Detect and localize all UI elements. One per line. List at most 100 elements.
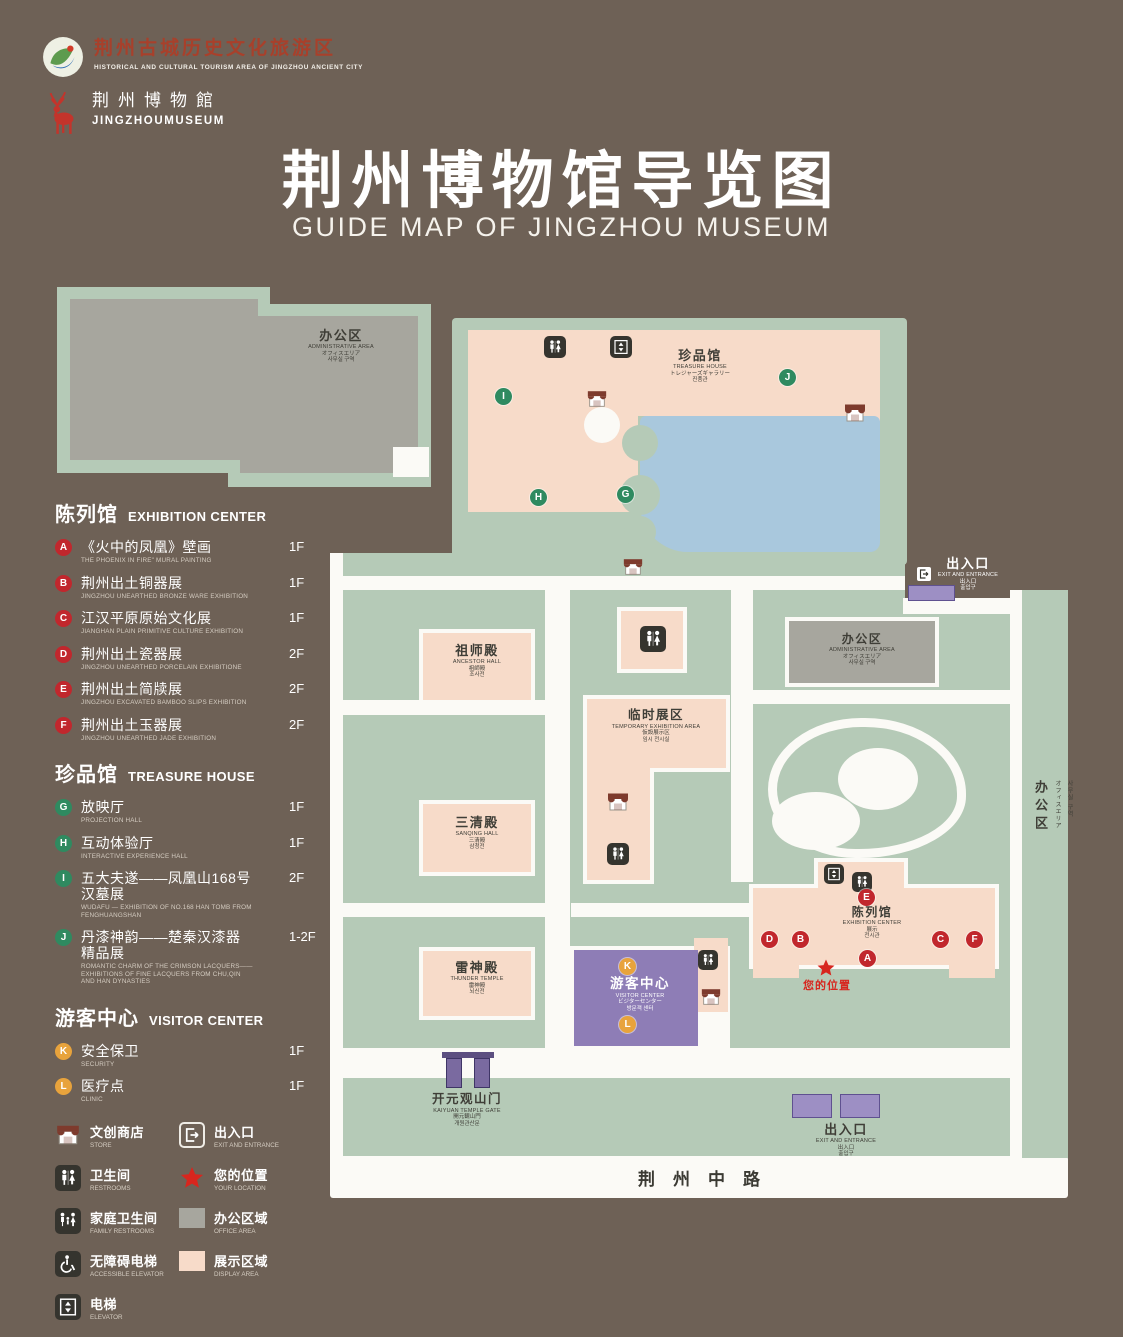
label-zh: 祖师殿 <box>455 643 499 658</box>
label-ja: オフィスエリア <box>321 350 361 357</box>
item-en: THE PHOENIX IN FIRE" MURAL PAINTING <box>81 557 212 564</box>
item-zh: 荆州出土铜器展 <box>81 574 183 591</box>
path-east-edge <box>1010 590 1022 1158</box>
label-ko: 사무실 구역 <box>848 660 876 667</box>
store-icon <box>55 1122 81 1148</box>
kaiyuan-gate-post <box>446 1058 462 1088</box>
label-en: KAIYUAN TEMPLE GATE <box>433 1107 501 1114</box>
office-strip <box>1022 590 1068 1158</box>
store-icon <box>606 790 630 814</box>
label-ja: ビジターセンター <box>618 999 662 1006</box>
label-en: SANQING HALL <box>455 831 499 838</box>
marker-h: H <box>55 834 72 852</box>
map-marker-j: J <box>779 369 796 386</box>
label-en: ADMINISTRATIVE AREA <box>829 647 895 654</box>
label-zh: 您的位置 <box>803 980 851 992</box>
item-floor: 2F <box>289 870 305 885</box>
item-en: JINGZHOU UNEARTHED BRONZE WARE EXHIBITIO… <box>81 592 249 600</box>
marker-g: G <box>55 799 72 816</box>
item-floor: 2F <box>289 716 305 732</box>
building-visitor-center <box>574 950 698 1046</box>
label-kaiyuan-gate: 开元观山门 KAIYUAN TEMPLE GATE 開元観山門 개원관산문 <box>432 1092 502 1127</box>
symbol-en: OFFICE AREA <box>214 1227 256 1235</box>
item-zh: 荆州出土玉器展 <box>81 716 183 733</box>
kaiyuan-gate-lintel <box>442 1052 494 1058</box>
label-exit-east: 出入口 EXIT AND ENTRANCE 出入口 출입구 <box>938 556 998 592</box>
symbol-en: FAMILY RESTROOMS <box>90 1227 155 1235</box>
symbol-zh: 展示区域 <box>214 1253 269 1269</box>
symbol-en: EXIT AND ENTRANCE <box>214 1141 279 1149</box>
label-zh: 珍品馆 <box>678 348 722 363</box>
road-jingzhou-middle: 荆州中路 <box>330 1156 1068 1198</box>
symbol-zh: 办公区域 <box>214 1210 269 1226</box>
strip-label-ko: 사무실 구역 <box>1066 780 1072 818</box>
label-zh: 出入口 <box>946 556 990 571</box>
label-en: TEMPORARY EXHIBITION AREA <box>611 723 701 730</box>
item-en: JINGZHOU UNEARTHED PORCELAIN EXHIBITIONE <box>81 663 242 671</box>
label-ja: 開元観山門 <box>453 1114 481 1121</box>
kaiyuan-gate-post <box>474 1058 490 1088</box>
item-floor: 1F <box>289 834 305 850</box>
building-admin-east <box>789 621 935 683</box>
label-en: ANCESTOR HALL <box>452 659 502 666</box>
building-admin-nw-annex <box>393 447 429 477</box>
symbol-en: YOUR LOCATION <box>214 1184 266 1192</box>
item-floor: 1F <box>289 1078 305 1093</box>
path-west-edge <box>330 553 343 1165</box>
label-ko: 임시 전시실 <box>642 736 670 743</box>
label-ko: 개원관산문 <box>454 1120 480 1127</box>
section-title-zh: 珍品馆 <box>55 764 118 786</box>
restroom-icon <box>852 872 872 892</box>
tourism-title-en: HISTORICAL AND CULTURAL TOURISM AREA OF … <box>94 64 364 71</box>
item-zh: 互动体验厅 <box>81 834 154 851</box>
item-en: PROJECTION HALL <box>81 817 143 824</box>
elevator-icon <box>55 1294 81 1320</box>
building-temporary-exhibition <box>587 699 726 768</box>
label-zh: 临时展区 <box>627 708 685 722</box>
item-en: CLINIC <box>81 1096 103 1103</box>
pond <box>640 416 880 552</box>
label-admin-nw: 办公区 ADMINISTRATIVE AREA オフィスエリア 사무실 구역 <box>308 328 374 364</box>
restroom-icon <box>544 336 566 358</box>
pond-scallop-3 <box>624 516 656 548</box>
label-en: ADMINISTRATIVE AREA <box>308 344 374 351</box>
map-marker-c: C <box>932 931 949 948</box>
symbol-en: RESTROOMS <box>90 1184 131 1192</box>
section-title-en: VISITOR CENTER <box>149 1012 264 1028</box>
label-en: EXIT AND ENTRANCE <box>815 1138 877 1145</box>
label-en: EXHIBITION CENTER <box>842 920 902 927</box>
section-title-en: TREASURE HOUSE <box>128 769 255 784</box>
marker-k: K <box>55 1042 72 1060</box>
restroom-icon <box>55 1165 81 1191</box>
marker-j: J <box>55 929 72 946</box>
marker-i: I <box>55 870 72 887</box>
symbol-zh: 卫生间 <box>90 1167 131 1183</box>
restroom-icon <box>607 843 629 865</box>
label-treasure: 珍品馆 TREASURE HOUSE トレジャーズギャラリー 진품관 <box>670 348 730 384</box>
item-en: SECURITY <box>81 1060 115 1068</box>
label-zh: 出入口 <box>824 1122 868 1137</box>
item-floor: 2F <box>289 645 305 661</box>
item-floor: 1F <box>289 610 305 625</box>
item-floor: 1-2F <box>289 929 316 944</box>
display-area-swatch <box>179 1251 205 1277</box>
map-marker-k: K <box>619 958 636 975</box>
label-ko: 출입구 <box>838 1151 854 1158</box>
label-ja: 雷神殿 <box>468 982 486 989</box>
plaza-circle <box>584 407 620 443</box>
map-marker-g: G <box>617 486 634 503</box>
